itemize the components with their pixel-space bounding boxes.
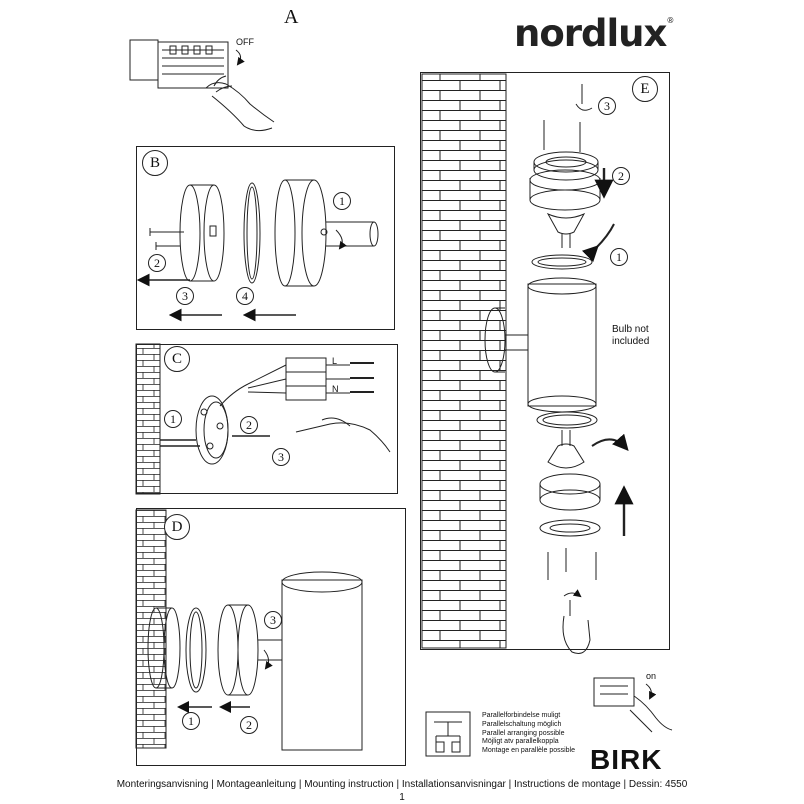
step-c-number-1: 1 bbox=[164, 410, 182, 428]
step-label-e: E bbox=[632, 76, 658, 102]
bulb-note: Bulb not included bbox=[612, 324, 649, 348]
step-c-wall bbox=[135, 343, 161, 495]
product-name: BIRK bbox=[590, 744, 663, 775]
step-d-number-3: 3 bbox=[264, 611, 282, 629]
step-e-wall bbox=[421, 73, 507, 649]
parallel-line-4: Möjligt atv parallelkoppla bbox=[482, 738, 559, 746]
step-label-a: A bbox=[284, 6, 299, 28]
step-d-number-1: 1 bbox=[182, 712, 200, 730]
wire-label-l: L bbox=[332, 356, 338, 366]
step-a-switch-off bbox=[129, 39, 275, 132]
panel-c bbox=[136, 344, 398, 494]
step-b-number-1: 1 bbox=[333, 192, 351, 210]
step-label-d: D bbox=[164, 514, 190, 540]
bulb-note-line-1: Bulb not bbox=[612, 324, 649, 335]
step-label-b: B bbox=[142, 150, 168, 176]
switch-off-label: OFF bbox=[236, 37, 254, 47]
trademark-symbol: ® bbox=[666, 16, 674, 25]
parallel-line-2: Parallelschaltung möglich bbox=[482, 720, 562, 728]
step-e-number-1: 1 bbox=[610, 248, 628, 266]
step-b-disassembly bbox=[136, 179, 379, 322]
panel-d bbox=[136, 508, 406, 766]
parallel-connection-note: Parallelforbindelse muligt Parallelschal… bbox=[482, 712, 575, 756]
step-label-c: C bbox=[164, 346, 190, 372]
step-e-exploded bbox=[425, 84, 673, 757]
step-d-wall bbox=[135, 509, 167, 749]
brand-logo: nordlux® bbox=[514, 12, 674, 55]
panel-e bbox=[420, 72, 670, 650]
page-number: 1 bbox=[399, 792, 405, 803]
step-c-wiring bbox=[160, 357, 391, 465]
panel-b bbox=[136, 146, 395, 330]
brand-name: nordlux bbox=[514, 12, 667, 55]
step-c-number-3: 3 bbox=[272, 448, 290, 466]
switch-on-label: on bbox=[646, 671, 657, 681]
step-d-assembly bbox=[147, 571, 363, 751]
step-e-number-2: 2 bbox=[612, 167, 630, 185]
wire-label-n: N bbox=[332, 384, 339, 394]
step-b-number-3: 3 bbox=[176, 287, 194, 305]
step-c-number-2: 2 bbox=[240, 416, 258, 434]
step-e-number-3: 3 bbox=[598, 97, 616, 115]
step-b-number-2: 2 bbox=[148, 254, 166, 272]
parallel-line-1: Parallelforbindelse muligt bbox=[482, 712, 561, 719]
footer-text: Monteringsanvisning | Montageanleitung |… bbox=[116, 779, 688, 790]
parallel-line-5: Montage en parallèle possible bbox=[482, 747, 576, 755]
step-d-number-2: 2 bbox=[240, 716, 258, 734]
parallel-line-3: Parallel arranging possible bbox=[482, 729, 565, 737]
bulb-note-line-2: included bbox=[612, 336, 650, 347]
step-b-number-4: 4 bbox=[236, 287, 254, 305]
